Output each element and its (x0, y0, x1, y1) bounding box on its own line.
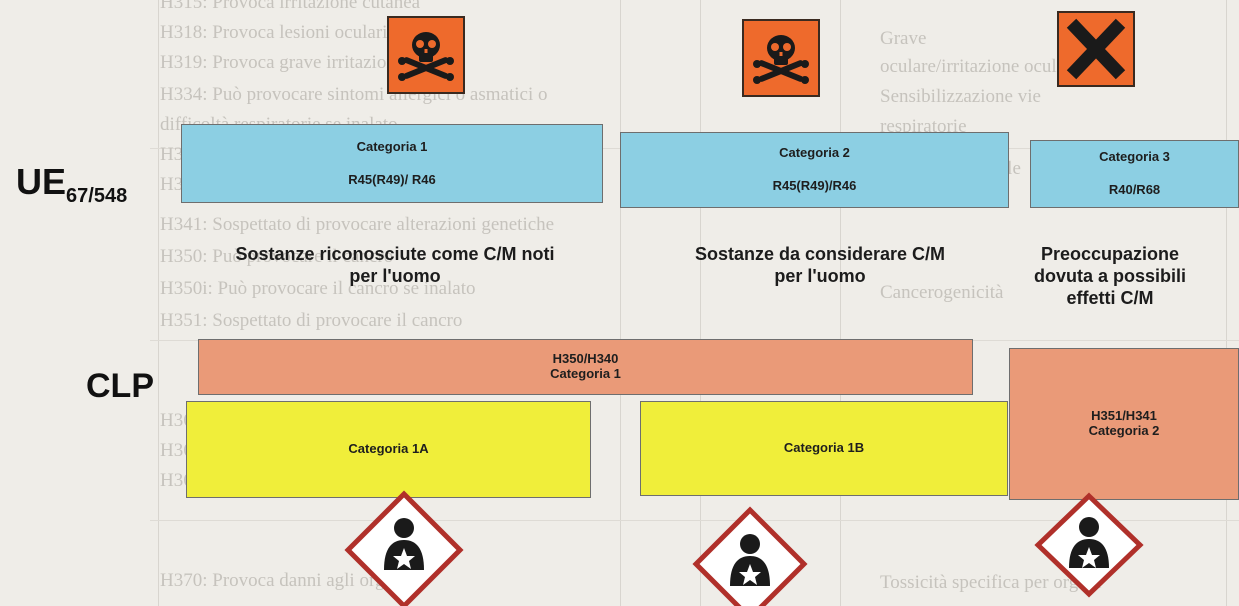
ue-label-main: UE (16, 161, 67, 202)
clp-category-1a-box: Categoria 1A (186, 401, 591, 498)
ue-category-3-box: Categoria 3 R40/R68 (1030, 140, 1239, 208)
harmful-cross-icon (1057, 11, 1135, 87)
clp-category-1-box: H350/H340 Categoria 1 (198, 339, 973, 395)
background-text-line: H351: Sospettato di provocare il cancro (160, 310, 463, 331)
background-text-line: H341: Sospettato di provocare alterazion… (160, 214, 555, 235)
ue-category-2-description: Sostanze da considerare C/M per l'uomo (694, 244, 946, 286)
clp-label: CLP (86, 367, 154, 405)
clp-category-1a-title: Categoria 1A (348, 441, 429, 457)
background-text-line: Sensibilizzazione vie (880, 86, 1041, 107)
health-hazard-icon (1034, 492, 1144, 598)
ue-category-2-box: Categoria 2 R45(R49)/R46 (620, 132, 1009, 208)
skull-crossbones-icon (742, 19, 820, 97)
background-rule (1226, 0, 1227, 606)
background-rule (840, 0, 841, 606)
health-hazard-icon (692, 506, 808, 606)
ue-category-3-codes: R40/R68 (1108, 182, 1161, 197)
ue-category-1-box: Categoria 1 R45(R49)/ R46 (181, 124, 603, 203)
background-rule (620, 0, 621, 606)
background-text-line: H315: Provoca irritazione cutanea (160, 0, 421, 13)
ue-category-2-title: Categoria 2 (779, 145, 850, 161)
clp-category-2-title: Categoria 2 (1088, 423, 1160, 438)
ue-category-1-codes: R45(R49)/ R46 (348, 171, 436, 187)
clp-category-1b-box: Categoria 1B (640, 401, 1008, 496)
health-hazard-icon (344, 490, 464, 606)
ue-label-sub: 67/548 (66, 185, 128, 207)
ue-category-3-description: Preoccupazione dovuta a possibili effett… (1033, 244, 1187, 308)
clp-category-1-codes: H350/H340 (552, 351, 619, 367)
clp-category-2-box: H351/H341 Categoria 2 (1009, 348, 1239, 500)
clp-category-1-title: Categoria 1 (550, 366, 621, 381)
ue-category-1-description: Sostanze riconosciute come C/M noti per … (235, 244, 555, 286)
clp-category-1b-title: Categoria 1B (783, 440, 865, 456)
ue-category-1-title: Categoria 1 (356, 138, 428, 154)
ue-category-2-codes: R45(R49)/R46 (772, 178, 857, 193)
ue-category-3-title: Categoria 3 (1099, 149, 1170, 165)
clp-category-2-codes: H351/H341 (1091, 408, 1157, 424)
background-rule (158, 0, 159, 606)
skull-crossbones-icon (387, 16, 465, 94)
ue-label: UE67/548 (16, 162, 127, 216)
